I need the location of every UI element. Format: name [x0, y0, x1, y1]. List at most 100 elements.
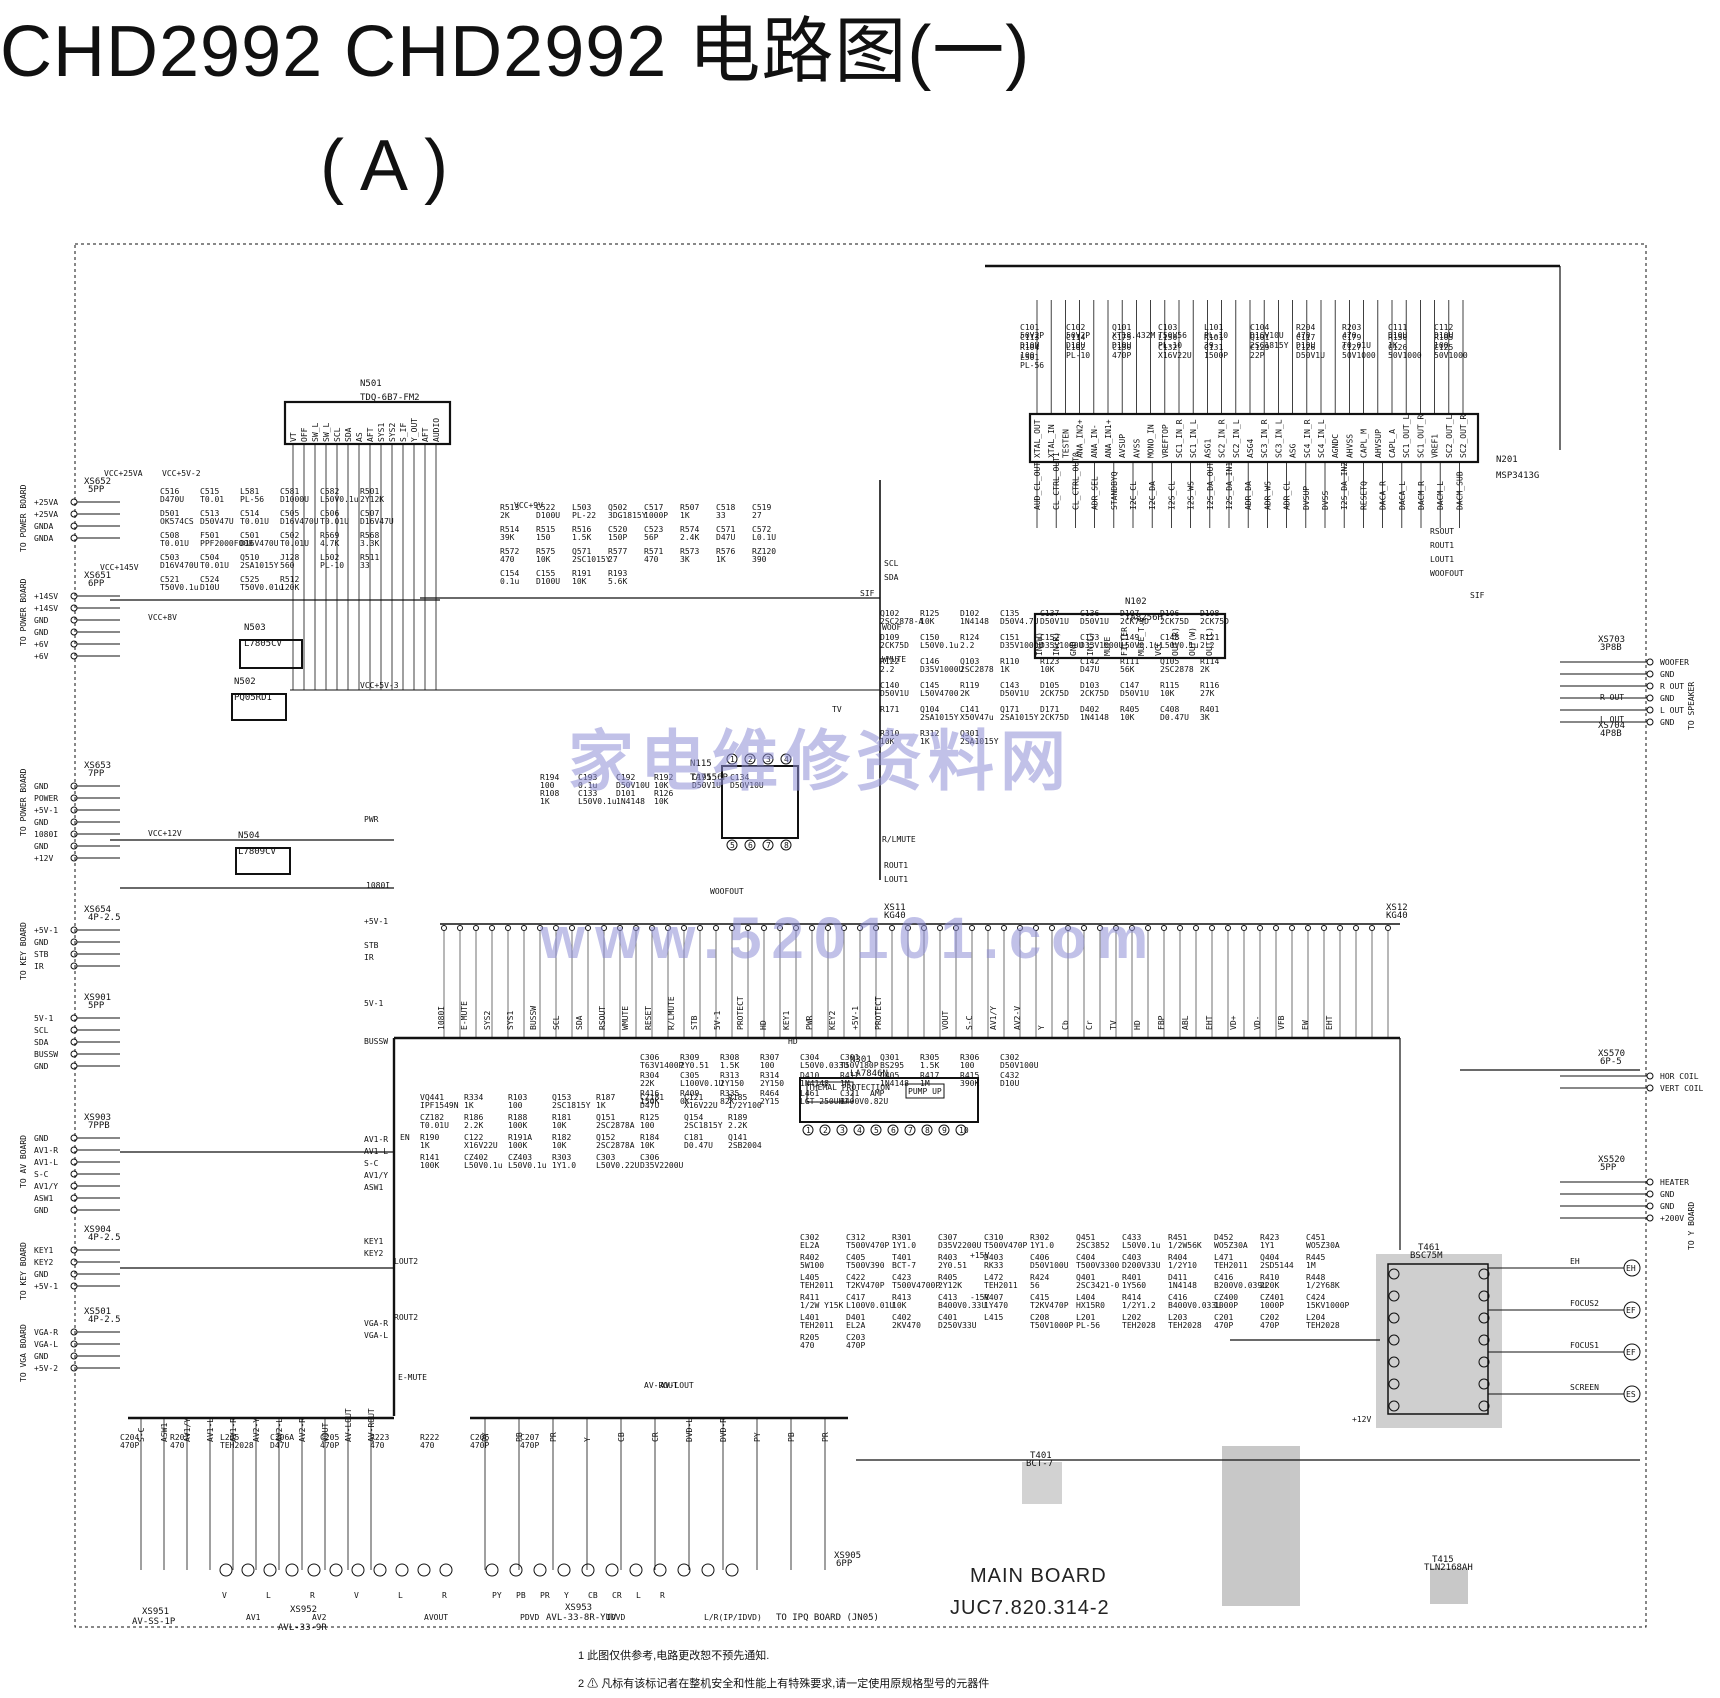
component-ref: Q101 [1112, 323, 1131, 332]
component-ref: C126 [1296, 343, 1315, 352]
signal-label-plus5v1: +5V-1 [364, 917, 388, 926]
component-ref: VQ441 [420, 1093, 444, 1102]
component-value: 470 [170, 1441, 185, 1450]
dvd-jack [533, 1563, 547, 1577]
component-value: 50V1000 [1342, 351, 1376, 360]
flyback-pin [1388, 1290, 1400, 1302]
left-connector-signal: STB [34, 950, 49, 959]
component-ref: R222 [420, 1433, 439, 1442]
signal-label-key2: KEY2 [364, 1249, 383, 1258]
component-ref: R171 [880, 705, 899, 714]
component-ref: C301 [840, 1053, 859, 1062]
component-value: 1N4148 [960, 617, 989, 626]
right-connector-signal: HEATER [1660, 1178, 1689, 1187]
component-ref: C112 [1434, 323, 1453, 332]
component-ref: L581 [240, 487, 259, 496]
signal-label-n1080: 1080I [366, 881, 390, 890]
left-connector-pin [70, 1282, 78, 1290]
component-value: 2SC2878A [596, 1121, 635, 1130]
bus-right-label: Cb [1061, 1020, 1070, 1030]
component-ref: D106 [1160, 609, 1179, 618]
component-ref: C125 [1434, 343, 1453, 352]
component-ref: Q151 [596, 1113, 615, 1122]
component-value: 470 [800, 1341, 815, 1350]
component-value: T0.01U [200, 561, 229, 570]
component-value: T0.01 [200, 495, 224, 504]
component-ref: R424 [1030, 1273, 1049, 1282]
component-value: 33 [360, 561, 370, 570]
component-value: 2.2 [960, 641, 975, 650]
component-ref: R108 [540, 789, 559, 798]
n301-pin-circle [955, 1124, 967, 1136]
component-value: TEH2011 [800, 1281, 834, 1290]
component-value: 2CK75D [1040, 689, 1069, 698]
component-value: 3K [680, 555, 690, 564]
bottom-right-line-label: DVD-L [685, 1418, 694, 1442]
component-value: 5W100 [800, 1261, 824, 1270]
component-ref: R313 [720, 1071, 739, 1080]
component-ref: C121 [684, 1093, 703, 1102]
flyback-pin [1388, 1312, 1400, 1324]
left-connector-pin [70, 926, 78, 934]
n201-top-pin-label: AGNDC [1331, 434, 1340, 458]
component-value: D250V33U [938, 1321, 977, 1330]
left-connector-pins: 4P-2.5 [88, 1233, 121, 1243]
n115-pin-circle [726, 753, 738, 765]
component-ref: R307 [760, 1053, 779, 1062]
bus-right-label: TV [1109, 1020, 1118, 1030]
n115-pin-number: 1 [730, 755, 735, 764]
component-value: PL-10 [1066, 351, 1090, 360]
left-connector-pin [70, 1328, 78, 1336]
bus-right-label: VFB [1277, 1015, 1286, 1030]
n201-top-pin-label: VREF1 [1431, 434, 1440, 458]
component-ref: C140 [880, 681, 899, 690]
note-1: 1 此图仅供参考,电路更改恕不预先通知. [578, 1650, 770, 1662]
component-value: 470P [320, 1441, 339, 1450]
n115-pin-circle [762, 753, 774, 765]
component-value: PL-10 [320, 561, 344, 570]
n201-top-pin-label: TESTEN [1061, 429, 1070, 458]
left-connector-pin [70, 1258, 78, 1266]
component-value: 1000P [1260, 1301, 1284, 1310]
dvd-jack [701, 1563, 715, 1577]
left-connector-pin [70, 1062, 78, 1070]
component-value: 2CK75D [1160, 617, 1189, 626]
note-2: 2 ⚠ 凡标有该标记者在整机安全和性能上有特殊要求,请一定使用原规格型号的元器件 [578, 1678, 990, 1690]
right-connector-pin [1646, 658, 1654, 666]
component-ref: R123 [1040, 657, 1059, 666]
left-connector-pin [70, 830, 78, 838]
component-ref: C208 [1030, 1313, 1049, 1322]
right-connector-dest: TO Y BOARD [1687, 1202, 1696, 1250]
bus-left-label: KEY1 [782, 1011, 791, 1030]
component-ref: R513 [500, 503, 519, 512]
component-ref: C134 [730, 773, 749, 782]
n301-pin-number: 4 [857, 1126, 862, 1135]
component-value: T0.01U [160, 539, 189, 548]
component-ref: R568 [360, 531, 379, 540]
right-connector-signal: L OUT [1660, 706, 1684, 715]
n201-bottom-pin-label: DACA_R [1379, 481, 1388, 510]
ic-n201-ref: N201 [1496, 455, 1518, 465]
n201-bottom-pin-label: DACM_L [1436, 481, 1445, 510]
component-value: 1N4148 [1080, 713, 1109, 722]
page-title: CHD2992 CHD2992 电路图(一) [0, 12, 1031, 92]
bus-left-label: SYS2 [483, 1011, 492, 1030]
component-ref: C205 [320, 1433, 339, 1442]
component-ref: C403 [1122, 1253, 1141, 1262]
component-ref: C416 [1168, 1293, 1187, 1302]
component-ref: C307 [938, 1233, 957, 1242]
component-ref: R101 [1204, 333, 1223, 342]
xs11-pin [1273, 925, 1279, 931]
component-value: D10U [1066, 341, 1085, 350]
component-value: PPF2000F008 [200, 539, 253, 548]
component-value: D47U [716, 533, 735, 542]
component-value: D35V2200U [938, 1241, 982, 1250]
n501-pin-label: SW_L [311, 423, 320, 442]
ic-n504-part: L7809CV [238, 847, 277, 857]
component-value: 2SB2004 [728, 1141, 762, 1150]
xs11-pin [1257, 925, 1263, 931]
component-ref: C516 [160, 487, 179, 496]
component-value: 120K [280, 583, 299, 592]
component-ref: R185 [728, 1093, 747, 1102]
t401-shade [1022, 1462, 1062, 1504]
